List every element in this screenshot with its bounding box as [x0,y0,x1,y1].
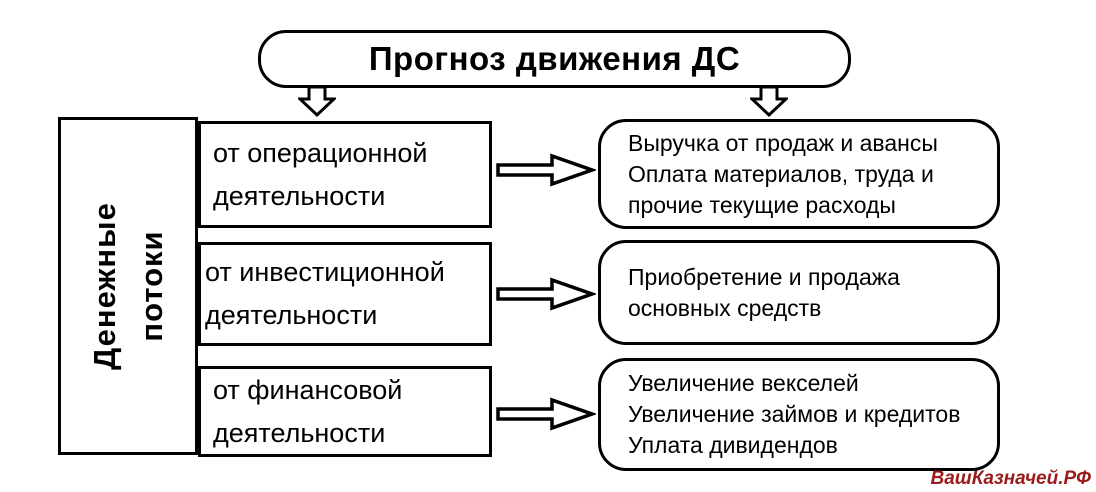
cash-flows-label: Денежные потоки [87,202,169,370]
source-box-operating-label: от операционной деятельности [213,137,428,211]
source-box-investing-label: от инвестиционной деятельности [205,257,445,330]
watermark: ВашКазначей.РФ [930,468,1091,489]
detail-box-financing: Увеличение векселей Увеличение займов и … [598,358,1000,471]
title-box: Прогноз движения ДС [258,30,851,88]
source-box-investing: от инвестиционной деятельности [198,242,492,346]
detail-box-investing: Приобретение и продажа основных средств [598,240,1000,345]
right-arrow-icon [496,277,596,311]
cash-flows-side-box: Денежные потоки [58,117,198,455]
source-box-financing-label: от финансовой деятельности [213,374,403,448]
detail-box-investing-text: Приобретение и продажа основных средств [628,263,900,321]
source-box-operating: от операционной деятельности [198,121,492,228]
source-box-financing: от финансовой деятельности [198,366,492,457]
down-arrow-icon [298,86,336,118]
diagram-title: Прогноз движения ДС [368,40,741,77]
down-arrow-icon [750,86,788,118]
detail-box-operating: Выручка от продаж и авансы Оплата матери… [598,119,1000,229]
right-arrow-icon [496,397,596,431]
right-arrow-icon [496,153,596,187]
detail-box-financing-text: Увеличение векселей Увеличение займов и … [628,370,961,458]
detail-box-operating-text: Выручка от продаж и авансы Оплата матери… [628,129,938,218]
